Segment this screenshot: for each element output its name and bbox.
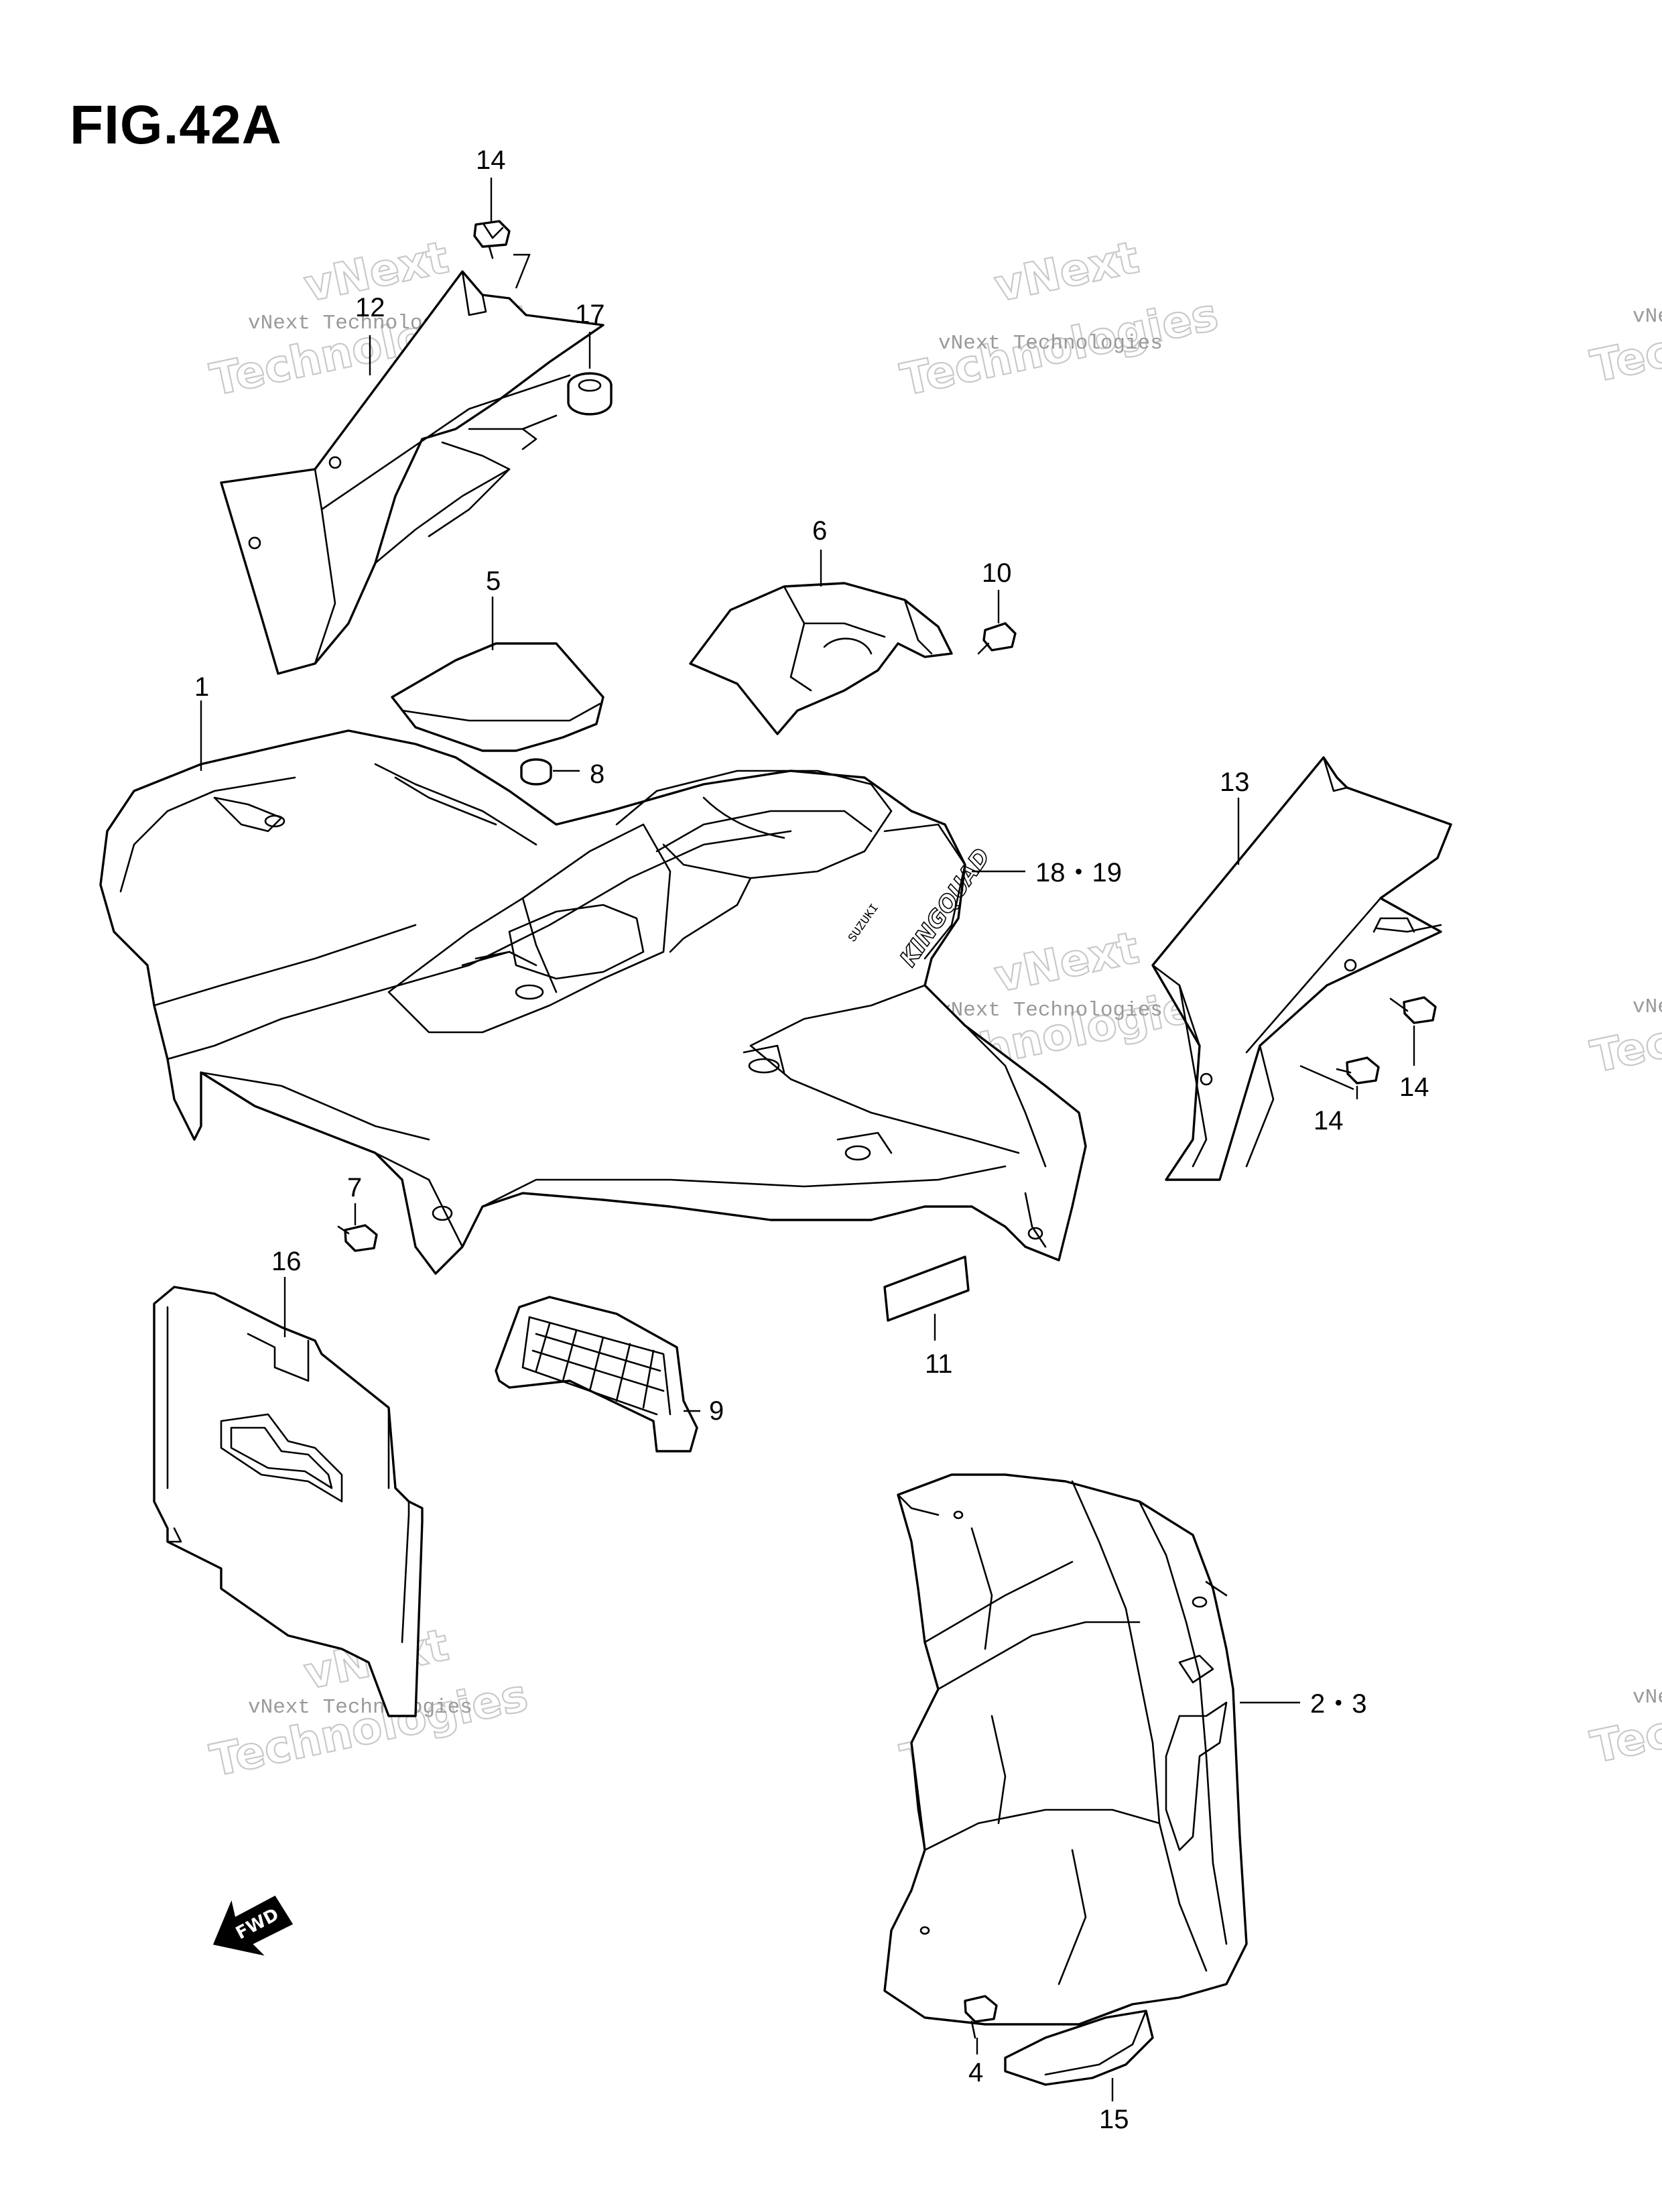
callout-8: 8	[590, 759, 604, 789]
callout-5: 5	[486, 566, 501, 596]
part-1-front-fender: KINGQUAD SUZUKI	[99, 729, 1087, 1275]
callout-2-3: 2・3	[1310, 1689, 1367, 1719]
part-10-bolt	[977, 622, 1017, 655]
callout-10: 10	[982, 558, 1012, 588]
callout-12: 12	[355, 293, 385, 322]
callout-18-19: 18・19	[1035, 858, 1122, 887]
callout-4: 4	[968, 2058, 983, 2087]
watermark-big-cut: Tec	[1586, 325, 1662, 392]
part-8-grommet	[520, 758, 552, 786]
watermark-small: vNext Technologies	[248, 1696, 472, 1719]
part-12-left-side-cover	[220, 270, 604, 675]
callout-15: 15	[1099, 2105, 1129, 2134]
callout-17: 17	[575, 300, 605, 329]
part-5-lid	[391, 642, 604, 752]
callout-14-top: 14	[476, 145, 506, 175]
part-14-bolt-mid	[1336, 1056, 1380, 1085]
callout-16: 16	[271, 1247, 302, 1276]
watermark-small-cut: vNe	[1633, 305, 1662, 328]
watermark-small: vNext Technologies	[938, 332, 1163, 355]
part-7-bolt	[337, 1224, 378, 1252]
part-2-3-mud-guard	[883, 1473, 1248, 2026]
watermark-small: vNext Technologies	[938, 999, 1163, 1022]
part-14-bolt-top	[473, 220, 511, 259]
part-6-headlight-cover	[689, 582, 953, 735]
callout-14-mid: 14	[1314, 1106, 1344, 1135]
leader-lines	[200, 178, 1415, 2101]
part-15-flap	[1004, 2010, 1154, 2086]
part-14-bolt-right	[1389, 996, 1437, 1024]
callout-13: 13	[1220, 767, 1250, 797]
callout-6: 6	[812, 516, 827, 546]
part-13-right-side-cover	[1151, 756, 1452, 1181]
part-16-lower-panel	[153, 1286, 424, 1717]
watermark-small-cut: vNe	[1633, 995, 1662, 1019]
watermark-big-cut: Tec	[1586, 1016, 1662, 1083]
part-11-pad	[883, 1255, 970, 1322]
part-9-grille	[495, 1296, 698, 1453]
figure-title: FIG.42A	[70, 95, 282, 156]
callout-14-right: 14	[1399, 1072, 1429, 1102]
callout-labels: 14 12 17 6 10 5 1 8 13 18・19 14 14 7 16 …	[194, 145, 1429, 2134]
watermark-line1: vNext	[990, 231, 1143, 312]
callout-11: 11	[925, 1349, 953, 1379]
fwd-arrow-icon: FWD	[212, 1896, 294, 1956]
watermark-big-cut: Tec	[1586, 1706, 1662, 1773]
callout-9: 9	[709, 1396, 724, 1426]
part-17-grommet	[567, 372, 613, 416]
part-4-bolt	[964, 1995, 998, 2039]
callout-7: 7	[347, 1173, 362, 1203]
watermark-small-cut: vNe	[1633, 1686, 1662, 1709]
callout-1: 1	[194, 672, 209, 702]
watermark-line1: vNext	[990, 922, 1143, 1002]
